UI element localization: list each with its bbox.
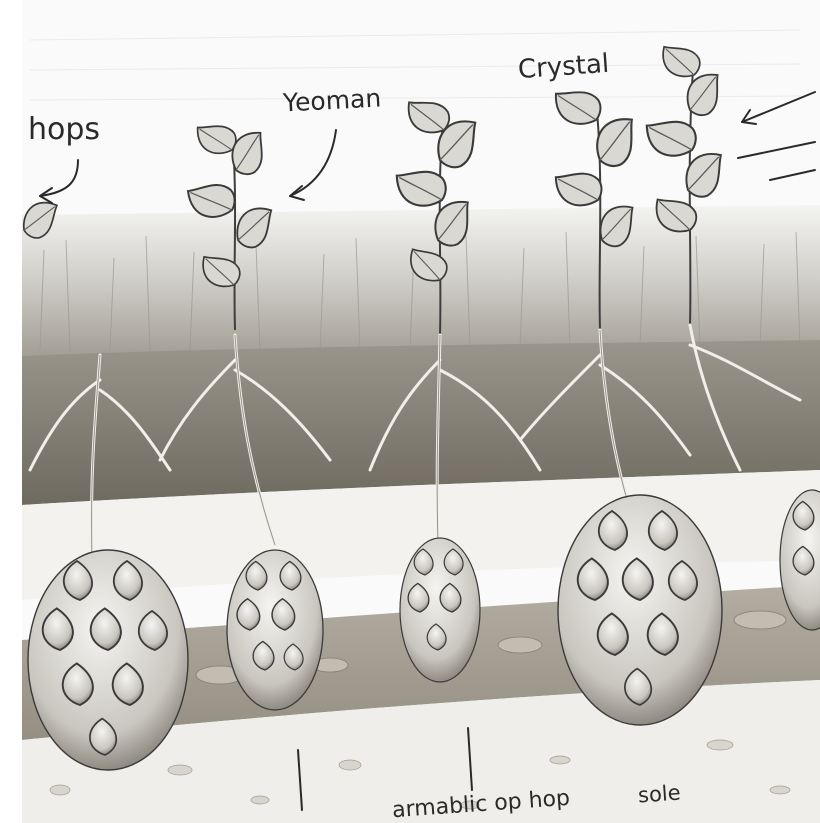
crystal-label: Crystal [517, 49, 610, 85]
hops-label: hops [28, 112, 100, 147]
yeoman-label: Yeoman [282, 83, 382, 117]
hop-cone [28, 550, 188, 770]
sole-label: sole [637, 781, 681, 808]
